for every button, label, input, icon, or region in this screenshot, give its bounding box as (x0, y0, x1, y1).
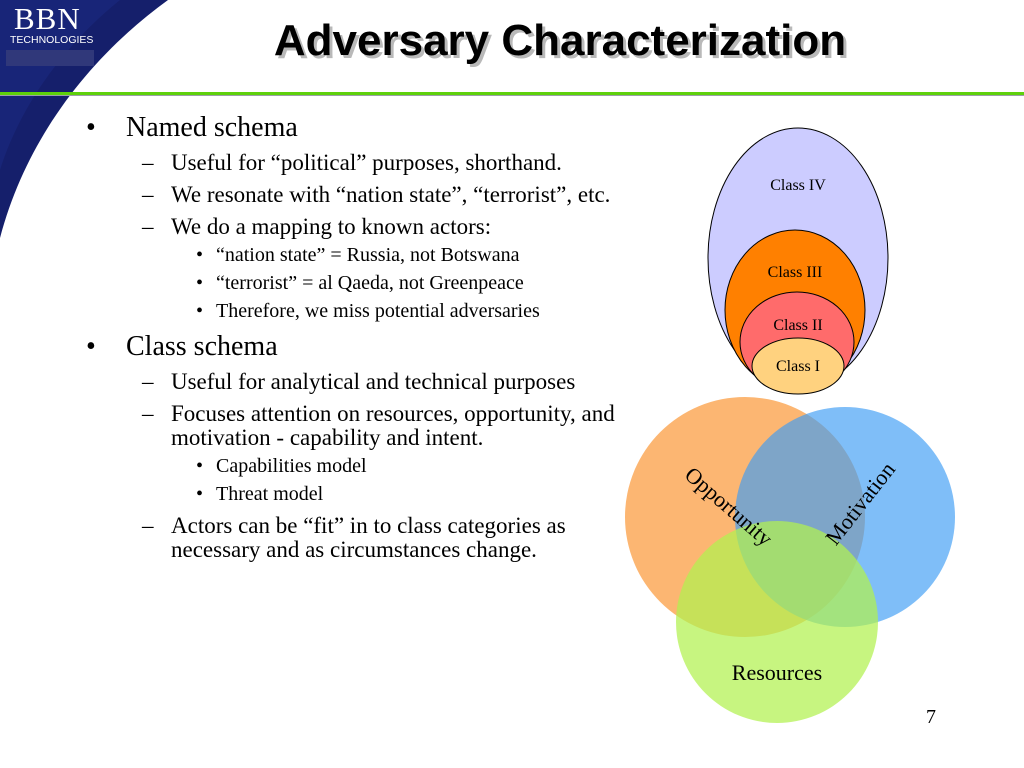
class-nesting-diagram: Class IV Class III Class II Class I (707, 127, 889, 395)
bullet-level-1: • Named schema (86, 112, 646, 143)
bullet-marker: • (196, 272, 204, 294)
class-i-ellipse (751, 337, 845, 395)
bullet-level-3: • “terrorist” = al Qaeda, not Greenpeace (86, 271, 646, 295)
bullet-marker: • (86, 331, 96, 362)
bullet-text: Capabilities model (216, 455, 367, 477)
bullet-marker: • (196, 483, 204, 505)
bullet-level-3: • Capabilities model (86, 454, 646, 478)
bullet-marker: • (196, 244, 204, 266)
bullet-level-2: –We resonate with “nation state”, “terro… (86, 183, 646, 207)
bullet-marker: • (196, 300, 204, 322)
dash-marker: – (142, 150, 154, 175)
resources-label: Resources (732, 660, 822, 685)
title-rule (0, 92, 1024, 95)
bullet-level-3: • Threat model (86, 482, 646, 506)
bullet-text: Named schema (126, 112, 298, 143)
bullet-text: We resonate with “nation state”, “terror… (171, 182, 611, 207)
venn-diagram: Opportunity Motivation Resources (625, 397, 955, 723)
bullet-level-3: • Therefore, we miss potential adversarie… (86, 299, 646, 323)
resources-circle (676, 521, 878, 723)
dash-marker: – (142, 214, 154, 239)
dash-marker: – (142, 513, 154, 538)
bullet-text: We do a mapping to known actors: (171, 214, 492, 239)
bullet-text: “nation state” = Russia, not Botswana (216, 244, 520, 266)
slide-title: Adversary Characterization (273, 16, 847, 65)
bullet-level-1: • Class schema (86, 331, 646, 362)
bullet-text: Useful for “political” purposes, shortha… (171, 150, 562, 175)
bullet-text: Actors can be “fit” in to class categori… (171, 513, 566, 562)
bullet-text: Focuses attention on resources, opportun… (171, 401, 615, 450)
dash-marker: – (142, 182, 154, 207)
bbn-logo: BBN TECHNOLOGIES (6, 1, 94, 66)
class-iii-label: Class III (768, 264, 823, 281)
dash-marker: – (142, 401, 154, 426)
class-ii-label: Class II (773, 317, 822, 334)
title-rule-shadow (0, 95, 1024, 96)
logo-subtitle: TECHNOLOGIES (10, 34, 94, 46)
page-number: 7 (926, 706, 936, 728)
bullet-level-2: –Useful for “political” purposes, shorth… (86, 151, 646, 175)
bullet-marker: • (196, 455, 204, 477)
bullet-text: Useful for analytical and technical purp… (171, 369, 576, 394)
bullet-marker: • (86, 112, 96, 143)
bullet-text: Class schema (126, 331, 278, 362)
bullet-text: Therefore, we miss potential adversaries (216, 300, 540, 322)
bullet-text: “terrorist” = al Qaeda, not Greenpeace (216, 272, 524, 294)
class-i-label: Class I (776, 358, 820, 375)
logo-bar (6, 50, 94, 66)
bullet-level-2: –Focuses attention on resources, opportu… (86, 402, 646, 450)
bullet-level-2: –Actors can be “fit” in to class categor… (86, 514, 646, 562)
bullet-level-2: –We do a mapping to known actors: (86, 215, 646, 239)
bullet-level-3: • “nation state” = Russia, not Botswana (86, 243, 646, 267)
class-iv-label: Class IV (770, 177, 826, 194)
bullet-list: •Named schema–Useful for “political” pur… (86, 110, 646, 562)
bullet-level-2: –Useful for analytical and technical pur… (86, 370, 646, 394)
dash-marker: – (142, 369, 154, 394)
bullet-text: Threat model (216, 483, 324, 505)
logo-mark: BBN (14, 1, 81, 36)
